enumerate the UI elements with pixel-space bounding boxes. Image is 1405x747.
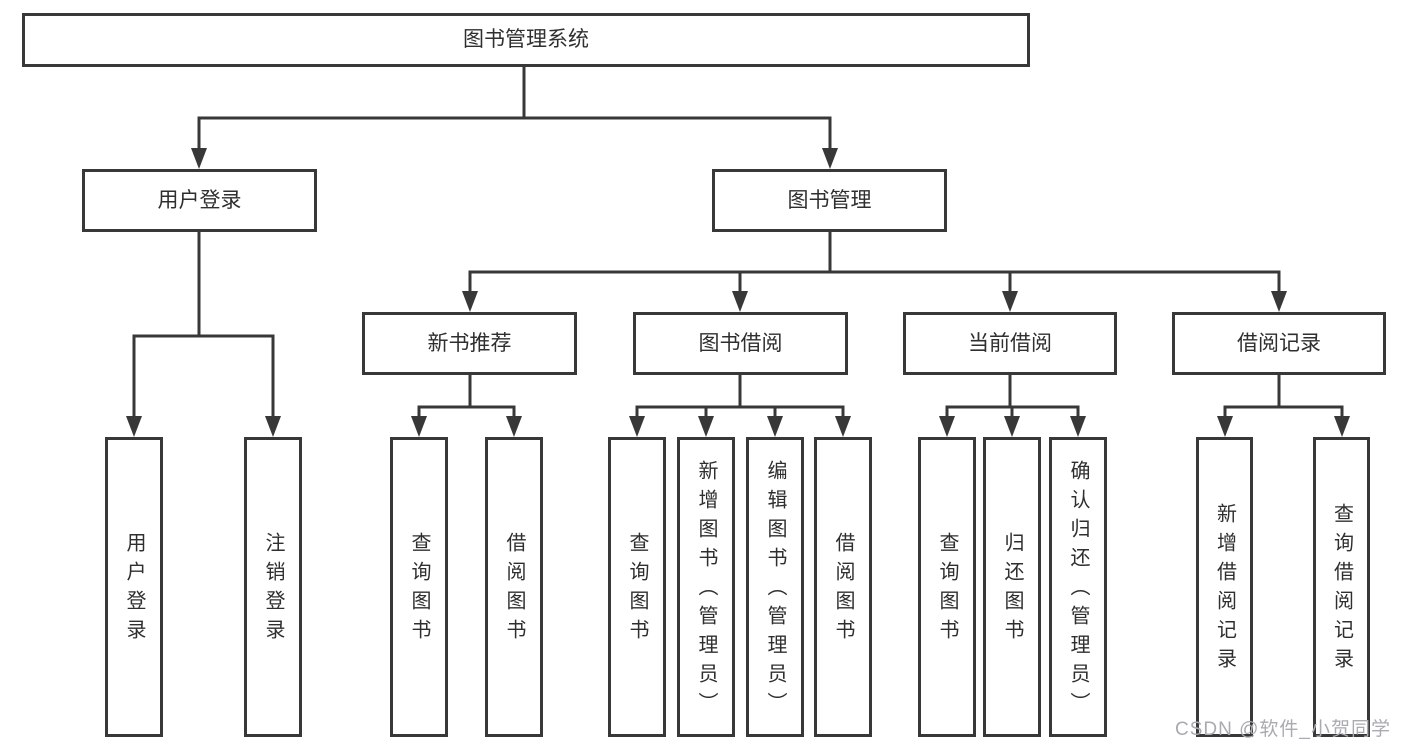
node-book-borrowing: 图书借阅: [633, 312, 848, 375]
leaf-add-books-admin: 新增图书（管理员）: [677, 437, 735, 737]
leaf-query-books-current: 查询图书: [918, 437, 976, 737]
leaf-return-books: 归还图书: [983, 437, 1041, 737]
leaf-logout: 注销登录: [244, 437, 302, 737]
watermark: CSDN @软件_小贺同学: [1175, 719, 1391, 740]
node-new-book-recommend: 新书推荐: [362, 312, 577, 375]
leaf-borrow-books-recommend: 借阅图书: [485, 437, 543, 737]
arrowhead-icons: [126, 148, 1350, 437]
node-root: 图书管理系统: [22, 13, 1030, 67]
leaf-query-borrow-record: 查询借阅记录: [1313, 437, 1370, 737]
leaf-add-borrow-record: 新增借阅记录: [1196, 437, 1253, 737]
node-borrowing-records: 借阅记录: [1172, 312, 1386, 375]
leaf-confirm-return-admin: 确认归还（管理员）: [1049, 437, 1107, 737]
node-current-borrowing: 当前借阅: [903, 312, 1117, 375]
leaf-edit-books-admin: 编辑图书（管理员）: [746, 437, 804, 737]
node-book-management: 图书管理: [712, 169, 947, 232]
leaf-query-books-recommend: 查询图书: [390, 437, 448, 737]
node-user-login: 用户登录: [82, 169, 317, 232]
leaf-borrow-books: 借阅图书: [814, 437, 872, 737]
leaf-query-books-borrowing: 查询图书: [608, 437, 666, 737]
leaf-user-login: 用户登录: [105, 437, 163, 737]
